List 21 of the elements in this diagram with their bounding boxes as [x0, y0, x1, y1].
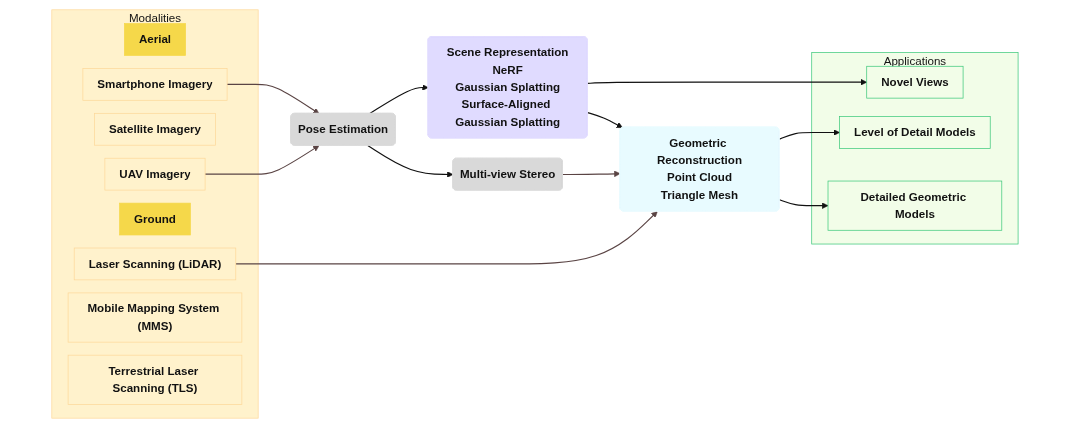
node-box: Ground	[118, 202, 191, 236]
node-box: UAV Imagery	[104, 157, 205, 191]
node-box: Mobile Mapping System (MMS)	[67, 292, 242, 343]
arrow	[234, 211, 658, 265]
node-box: Laser Scanning (LiDAR)	[73, 247, 236, 281]
arrow	[586, 79, 867, 86]
node-box: Detailed Geometric Models	[827, 180, 1002, 231]
arrow	[778, 199, 828, 209]
arrow	[586, 112, 623, 128]
arrow	[561, 170, 621, 178]
node-box: Smartphone Imagery	[82, 68, 227, 101]
arrow	[778, 129, 840, 140]
node-box: Aerial	[123, 23, 186, 56]
arrow	[226, 83, 319, 114]
node-box: Level of Detail Models	[838, 116, 991, 149]
node-box: Terrestrial Laser Scanning (TLS)	[67, 354, 242, 405]
arrow	[368, 84, 429, 115]
arrow	[204, 145, 319, 175]
arrow	[366, 145, 453, 178]
node-box: Novel Views	[865, 65, 963, 99]
node-box: Satellite Imagery	[93, 113, 216, 146]
